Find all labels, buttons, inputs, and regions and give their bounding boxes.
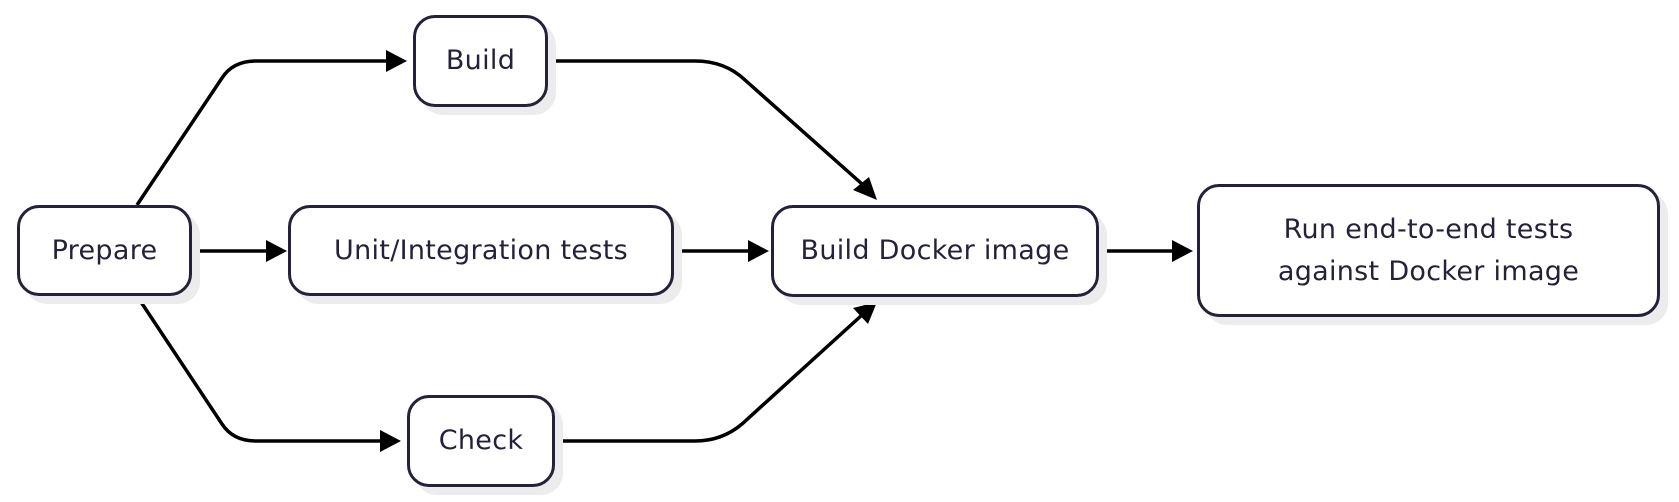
arrowhead-docker-from-build [853, 177, 877, 200]
node-build-label: Build [445, 45, 516, 76]
edge-prepare-build [135, 59, 386, 206]
edge-check-docker [555, 313, 864, 443]
node-docker-label: Build Docker image [800, 235, 1070, 266]
node-build-docker-image[interactable]: Build Docker image [771, 205, 1099, 297]
arrowhead-docker-from-unit [748, 240, 769, 262]
arrowhead-docker-from-check [853, 302, 877, 324]
node-unit-label: Unit/Integration tests [334, 234, 628, 266]
arrowhead-check [380, 430, 401, 452]
node-unit-integration-tests[interactable]: Unit/Integration tests [288, 205, 674, 296]
node-prepare[interactable]: Prepare [17, 205, 192, 296]
node-build[interactable]: Build [413, 15, 548, 107]
node-check[interactable]: Check [407, 395, 555, 487]
arrowhead-build [386, 50, 407, 72]
node-e2e-label-line-2: against Docker image [1277, 255, 1580, 287]
edge-prepare-check [135, 295, 380, 443]
arrowhead-unit [266, 240, 287, 262]
edge-build-docker [548, 59, 864, 186]
node-check-label: Check [438, 425, 524, 456]
node-run-e2e-tests[interactable]: Run end-to-end tests against Docker imag… [1197, 184, 1660, 317]
arrowhead-e2e [1172, 240, 1193, 262]
node-prepare-label: Prepare [51, 234, 158, 266]
node-e2e-label-line-1: Run end-to-end tests [1283, 213, 1574, 245]
